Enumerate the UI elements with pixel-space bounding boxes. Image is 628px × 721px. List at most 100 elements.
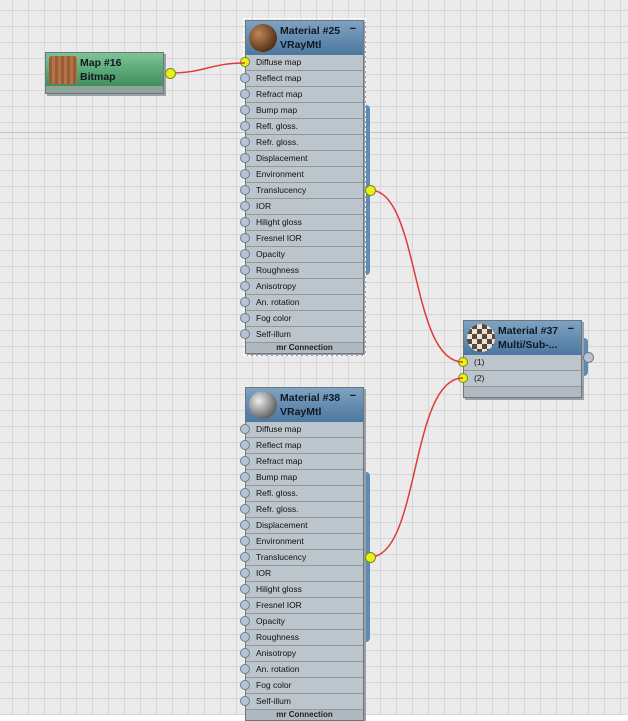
slot-label: Refract map: [256, 456, 303, 466]
input-socket[interactable]: [240, 664, 250, 674]
input-socket[interactable]: [240, 616, 250, 626]
slot-label: Self-illum: [256, 329, 291, 339]
slot-an-rotation: An. rotation: [240, 295, 363, 311]
material-sphere-thumbnail: [249, 391, 277, 419]
node-type: VRayMtl: [280, 39, 322, 51]
slot-label: An. rotation: [256, 297, 300, 307]
slot-roughness: Roughness: [240, 630, 363, 646]
input-socket[interactable]: [240, 568, 250, 578]
slot-label: Environment: [256, 536, 304, 546]
input-socket[interactable]: [240, 233, 250, 243]
footer-mr-connection[interactable]: mr Connection: [246, 343, 363, 353]
input-socket[interactable]: [240, 456, 250, 466]
slot-label: Opacity: [256, 249, 285, 259]
slot-label: An. rotation: [256, 664, 300, 674]
slot-1: (1): [458, 355, 581, 371]
input-socket[interactable]: [240, 313, 250, 323]
slot-an-rotation: An. rotation: [240, 662, 363, 678]
input-socket[interactable]: [240, 185, 250, 195]
node-title: Material #37: [498, 325, 559, 337]
bitmap-thumbnail: [49, 56, 77, 84]
input-socket[interactable]: [240, 424, 250, 434]
minimize-button[interactable]: −: [567, 323, 574, 335]
slot-label: Refl. gloss.: [256, 488, 299, 498]
input-socket[interactable]: [240, 57, 250, 67]
input-socket[interactable]: [240, 105, 250, 115]
slot-hilight-gloss: Hilight gloss: [240, 582, 363, 598]
slot-label: Refl. gloss.: [256, 121, 299, 131]
slot-diffuse-map: Diffuse map: [240, 422, 363, 438]
input-socket[interactable]: [240, 281, 250, 291]
output-socket-mat25[interactable]: [365, 185, 376, 196]
input-socket[interactable]: [240, 329, 250, 339]
slot-label: Translucency: [256, 185, 307, 195]
input-socket[interactable]: [240, 153, 250, 163]
input-socket[interactable]: [240, 201, 250, 211]
input-socket[interactable]: [240, 552, 250, 562]
output-socket-mat38[interactable]: [365, 552, 376, 563]
slot-label: Fog color: [256, 680, 292, 690]
input-socket[interactable]: [240, 648, 250, 658]
input-socket[interactable]: [240, 169, 250, 179]
input-socket[interactable]: [240, 536, 250, 546]
slot-label: Diffuse map: [256, 57, 302, 67]
input-socket[interactable]: [240, 440, 250, 450]
input-socket[interactable]: [458, 357, 468, 367]
slot-2: (2): [458, 371, 581, 387]
input-socket[interactable]: [240, 73, 250, 83]
slot-translucency: Translucency: [240, 183, 363, 199]
minimize-button[interactable]: −: [349, 390, 356, 402]
input-socket[interactable]: [240, 504, 250, 514]
input-socket[interactable]: [240, 632, 250, 642]
slot-label: Reflect map: [256, 73, 302, 83]
slot-translucency: Translucency: [240, 550, 363, 566]
slot-label: Diffuse map: [256, 424, 302, 434]
slot-label: Bump map: [256, 105, 298, 115]
slot-fog-color: Fog color: [240, 311, 363, 327]
slot-displacement: Displacement: [240, 151, 363, 167]
slot-label: IOR: [256, 201, 272, 211]
slot-label: Environment: [256, 169, 304, 179]
slot-label: Refract map: [256, 89, 303, 99]
slot-label: Hilight gloss: [256, 584, 302, 594]
slot-environment: Environment: [240, 534, 363, 550]
material-sphere-thumbnail: [467, 324, 495, 352]
slot-label: Refr. gloss.: [256, 137, 299, 147]
slot-bump-map: Bump map: [240, 103, 363, 119]
slot-anisotropy: Anisotropy: [240, 646, 363, 662]
minimize-button[interactable]: −: [349, 23, 356, 35]
input-socket[interactable]: [240, 600, 250, 610]
slot-label: Fog color: [256, 313, 292, 323]
input-socket[interactable]: [240, 472, 250, 482]
input-socket[interactable]: [240, 121, 250, 131]
input-socket[interactable]: [240, 217, 250, 227]
node-title: Map #16: [80, 57, 122, 69]
input-socket[interactable]: [240, 696, 250, 706]
input-socket[interactable]: [240, 249, 250, 259]
input-socket[interactable]: [240, 680, 250, 690]
slot-refl-gloss-: Refl. gloss.: [240, 486, 363, 502]
input-socket[interactable]: [240, 584, 250, 594]
footer-mr-connection[interactable]: mr Connection: [246, 710, 363, 720]
input-socket[interactable]: [240, 297, 250, 307]
input-socket[interactable]: [458, 373, 468, 383]
slot-fresnel-ior: Fresnel IOR: [240, 231, 363, 247]
input-socket[interactable]: [240, 488, 250, 498]
output-socket-mat37[interactable]: [583, 352, 594, 363]
node-footer: [464, 387, 581, 397]
input-socket[interactable]: [240, 265, 250, 275]
slot-label: Translucency: [256, 552, 307, 562]
input-socket[interactable]: [240, 89, 250, 99]
slot-refl-gloss-: Refl. gloss.: [240, 119, 363, 135]
slot-hilight-gloss: Hilight gloss: [240, 215, 363, 231]
output-socket-map16[interactable]: [165, 68, 176, 79]
input-socket[interactable]: [240, 137, 250, 147]
slot-label: IOR: [256, 568, 272, 578]
input-socket[interactable]: [240, 520, 250, 530]
slot-roughness: Roughness: [240, 263, 363, 279]
slot-environment: Environment: [240, 167, 363, 183]
